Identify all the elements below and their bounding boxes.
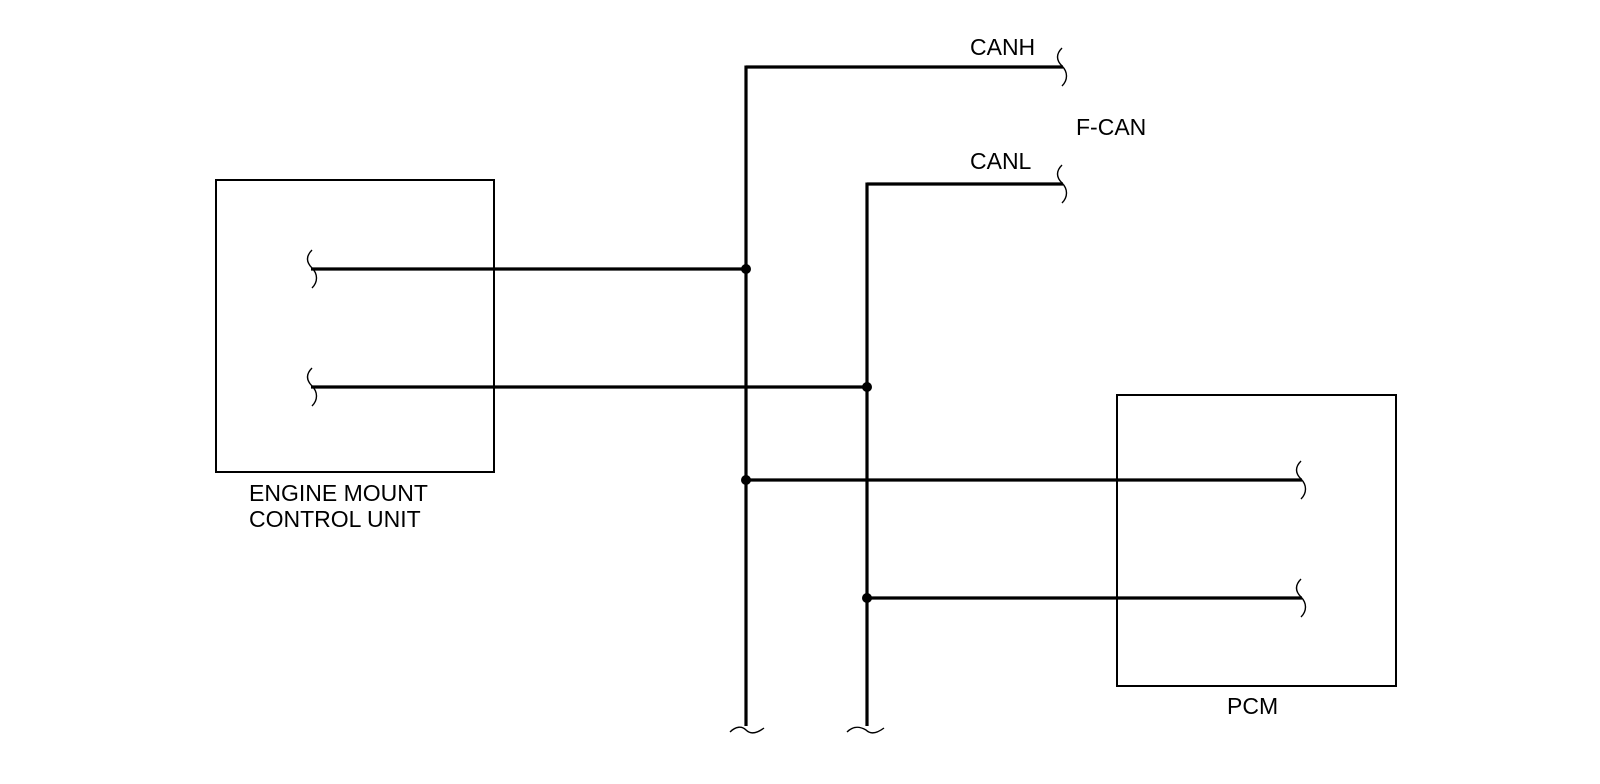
pcm-label: PCM [1227, 693, 1278, 719]
connector-break-symbol [1295, 460, 1307, 500]
engine-mount-control-unit-box [215, 179, 495, 473]
junction-dot [741, 475, 751, 485]
junction-dot [862, 382, 872, 392]
connector-break-symbol [1295, 578, 1307, 618]
connector-break-symbol [306, 367, 318, 407]
engine-mount-control-unit-label-line1: ENGINE MOUNT [249, 480, 428, 506]
canl-label: CANL [970, 148, 1032, 174]
f-can-bus-label: F-CAN [1076, 114, 1146, 140]
junction-dot [862, 593, 872, 603]
canh-label: CANH [970, 34, 1035, 60]
connector-break-symbol [729, 726, 765, 734]
canh-line [744, 65, 1063, 726]
connector-break-symbol [846, 726, 885, 734]
canl-line [865, 182, 1063, 726]
connector-break-symbol [1056, 164, 1068, 204]
junction-dot [741, 264, 751, 274]
connector-break-symbol [306, 249, 318, 289]
engine-mount-control-unit-label-line2: CONTROL UNIT [249, 506, 421, 532]
pcm-box [1116, 394, 1397, 687]
connector-break-symbol [1056, 47, 1068, 87]
